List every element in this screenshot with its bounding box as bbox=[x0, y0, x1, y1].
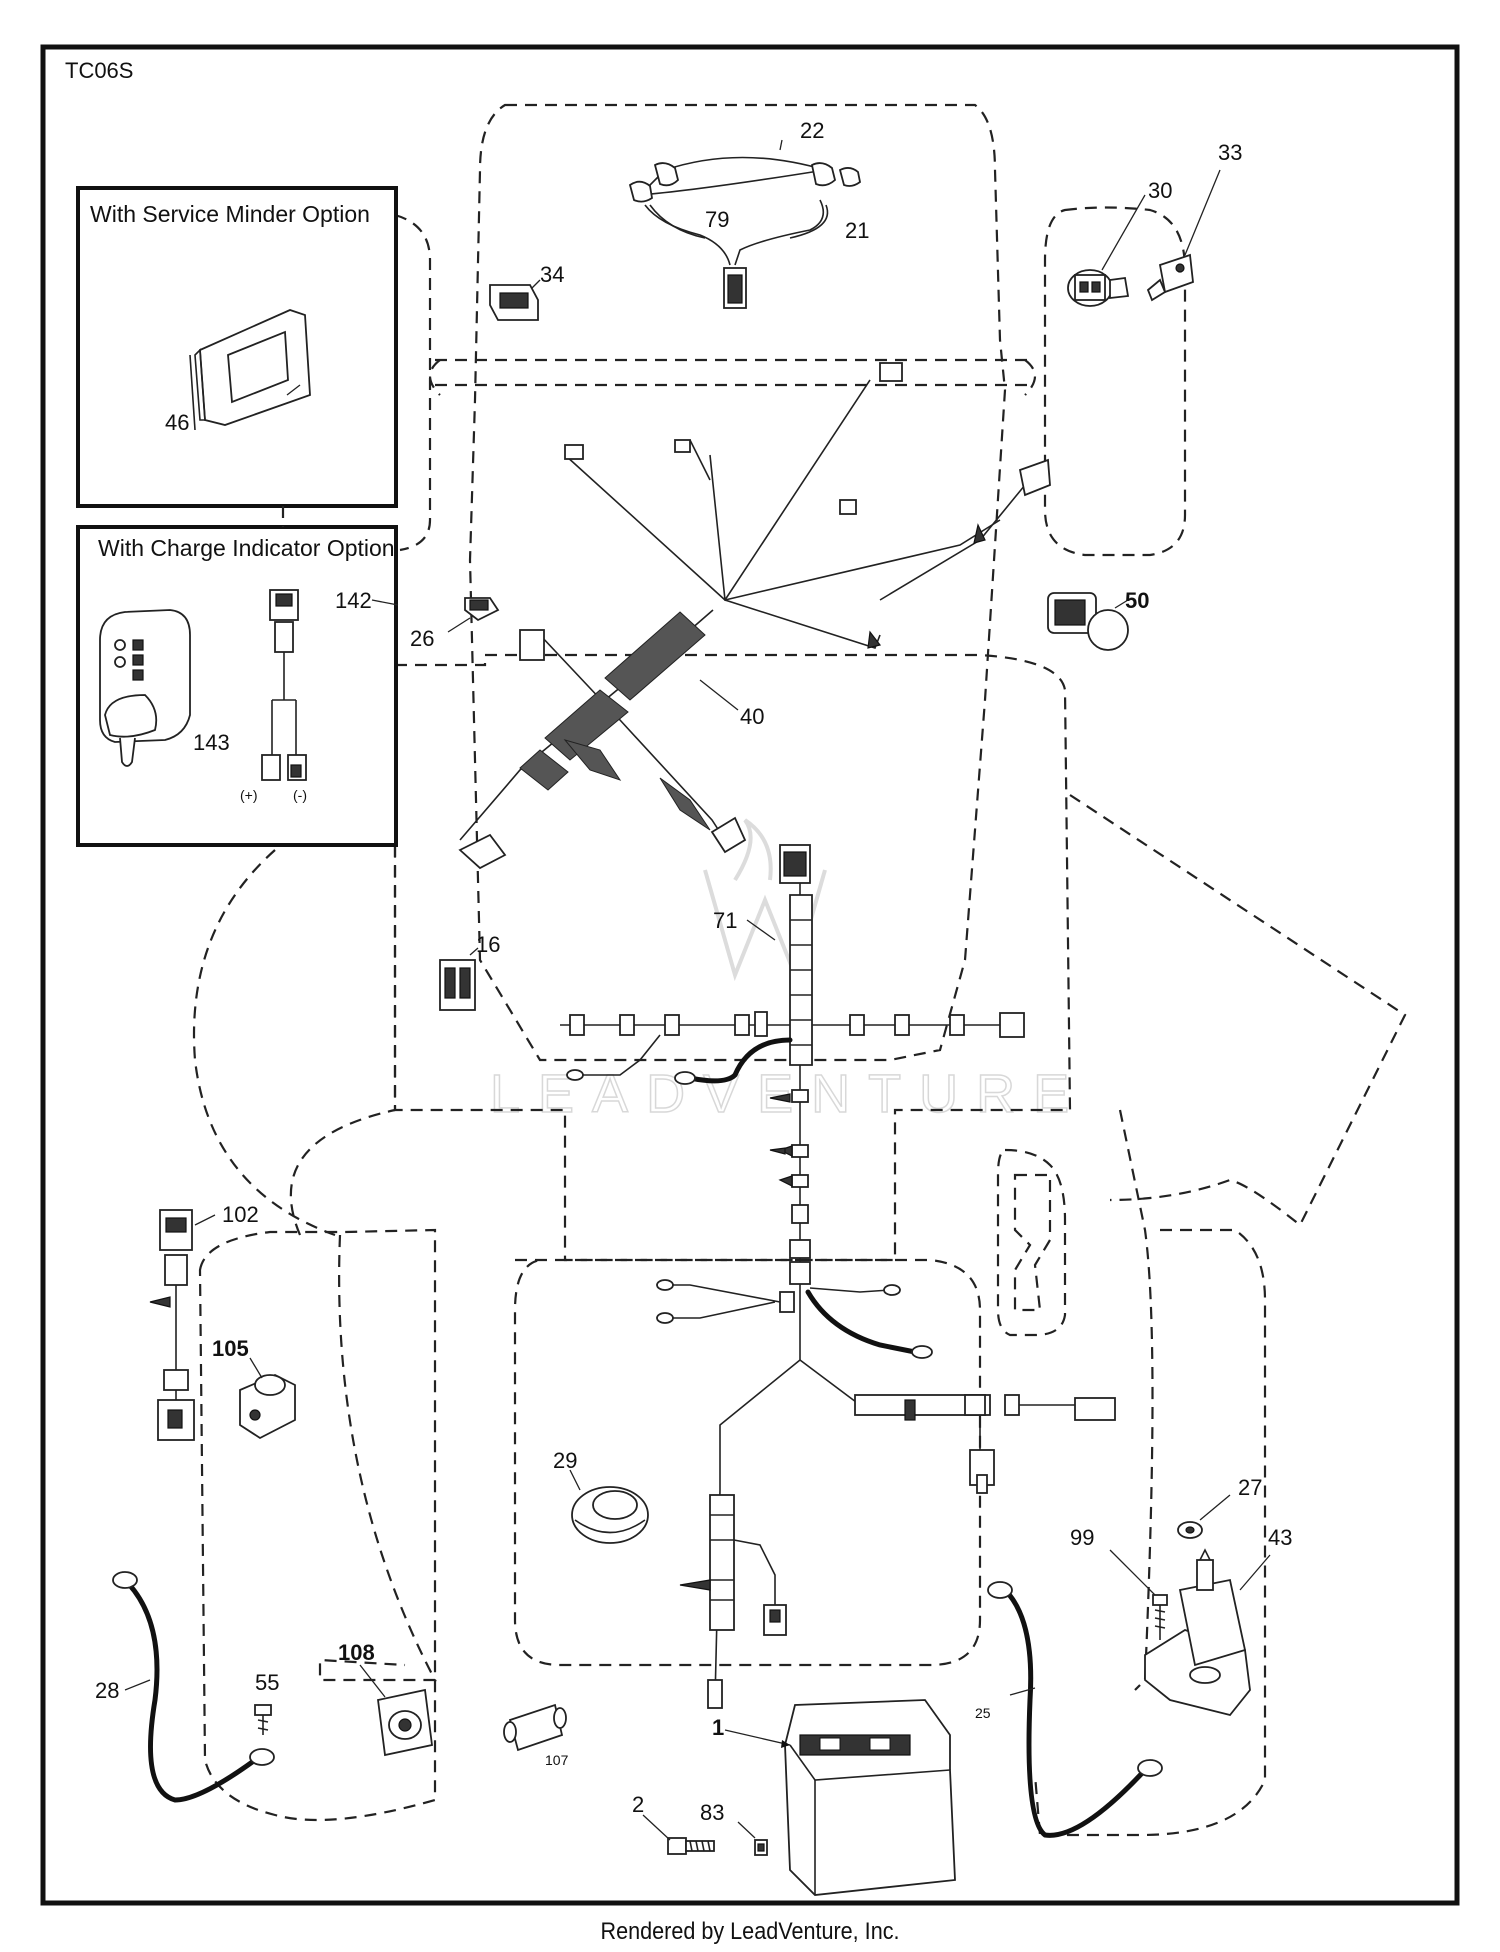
callout-25: 25 bbox=[975, 1705, 991, 1721]
callout-108: 108 bbox=[338, 1640, 375, 1665]
part-102-harness bbox=[149, 1209, 195, 1441]
callout-34: 34 bbox=[540, 262, 564, 287]
part-26-relay bbox=[464, 597, 500, 622]
callout-2: 2 bbox=[632, 1792, 644, 1817]
service-minder-title: With Service Minder Option bbox=[90, 201, 370, 227]
watermark: LEADVENTURE bbox=[490, 1064, 1087, 1124]
part-25-cable bbox=[987, 1581, 1163, 1838]
part-16-connector bbox=[439, 959, 476, 1011]
part-33-key bbox=[1146, 253, 1194, 302]
part-83-nut bbox=[754, 1839, 768, 1856]
part-30-ignition-switch bbox=[1067, 269, 1130, 307]
main-harness-40 bbox=[458, 362, 1051, 870]
headlight-assembly bbox=[628, 156, 861, 309]
callout-33: 33 bbox=[1218, 140, 1242, 165]
part-55-bolt bbox=[254, 1704, 272, 1735]
callout-16: 16 bbox=[476, 932, 500, 957]
part-105-solenoid bbox=[239, 1374, 296, 1440]
rendered-by-footer: Rendered by LeadVenture, Inc. bbox=[600, 1918, 900, 1945]
charge-indicator-harness: (+) (-) bbox=[240, 589, 307, 803]
charge-indicator-inset: With Charge Indicator Option (+) (-) bbox=[76, 525, 398, 847]
harness-71 bbox=[560, 844, 1025, 1285]
callout-46: 46 bbox=[165, 410, 189, 435]
callout-40: 40 bbox=[740, 704, 764, 729]
callout-30: 30 bbox=[1148, 178, 1172, 203]
polarity-minus: (-) bbox=[293, 787, 307, 803]
service-minder-display bbox=[189, 309, 311, 431]
callout-43: 43 bbox=[1268, 1525, 1292, 1550]
part-107-module bbox=[503, 1703, 567, 1752]
part-99-bolt bbox=[1152, 1594, 1168, 1640]
service-minder-inset: With Service Minder Option bbox=[76, 186, 398, 508]
part-43-starter bbox=[1144, 1521, 1251, 1717]
callout-105: 105 bbox=[212, 1336, 249, 1361]
callout-26: 26 bbox=[410, 626, 434, 651]
callout-107: 107 bbox=[545, 1752, 569, 1768]
callout-142: 142 bbox=[335, 588, 372, 613]
callout-55: 55 bbox=[255, 1670, 279, 1695]
polarity-plus: (+) bbox=[240, 787, 258, 803]
callout-1: 1 bbox=[712, 1715, 724, 1740]
callout-22: 22 bbox=[800, 118, 824, 143]
callout-99: 99 bbox=[1070, 1525, 1094, 1550]
callout-83: 83 bbox=[700, 1800, 724, 1825]
callout-143: 143 bbox=[193, 730, 230, 755]
part-108-switch bbox=[377, 1688, 433, 1757]
callout-102: 102 bbox=[222, 1202, 259, 1227]
part-50-switch bbox=[1047, 592, 1129, 651]
diagram-frame bbox=[40, 44, 1460, 1906]
callout-27: 27 bbox=[1238, 1475, 1262, 1500]
charge-indicator-title: With Charge Indicator Option bbox=[98, 535, 395, 561]
callout-28: 28 bbox=[95, 1678, 119, 1703]
callout-21: 21 bbox=[845, 218, 869, 243]
callout-29: 29 bbox=[553, 1448, 577, 1473]
charge-indicator-gauge bbox=[99, 609, 191, 767]
lower-harness bbox=[656, 1279, 1116, 1709]
callout-71: 71 bbox=[713, 908, 737, 933]
callout-50: 50 bbox=[1125, 588, 1149, 613]
diagram-code: TC06S bbox=[65, 58, 133, 83]
part-28-cable bbox=[112, 1571, 275, 1803]
tractor-outline bbox=[192, 103, 1407, 1837]
part-29-horn bbox=[571, 1486, 649, 1544]
callout-79: 79 bbox=[705, 207, 729, 232]
part-1-battery bbox=[784, 1699, 956, 1896]
part-2-bolt bbox=[667, 1837, 715, 1855]
part-34-switch bbox=[489, 284, 539, 321]
callout-labels: TC06S 22 79 21 30 33 34 46 142 26 143 50… bbox=[65, 58, 1292, 1825]
